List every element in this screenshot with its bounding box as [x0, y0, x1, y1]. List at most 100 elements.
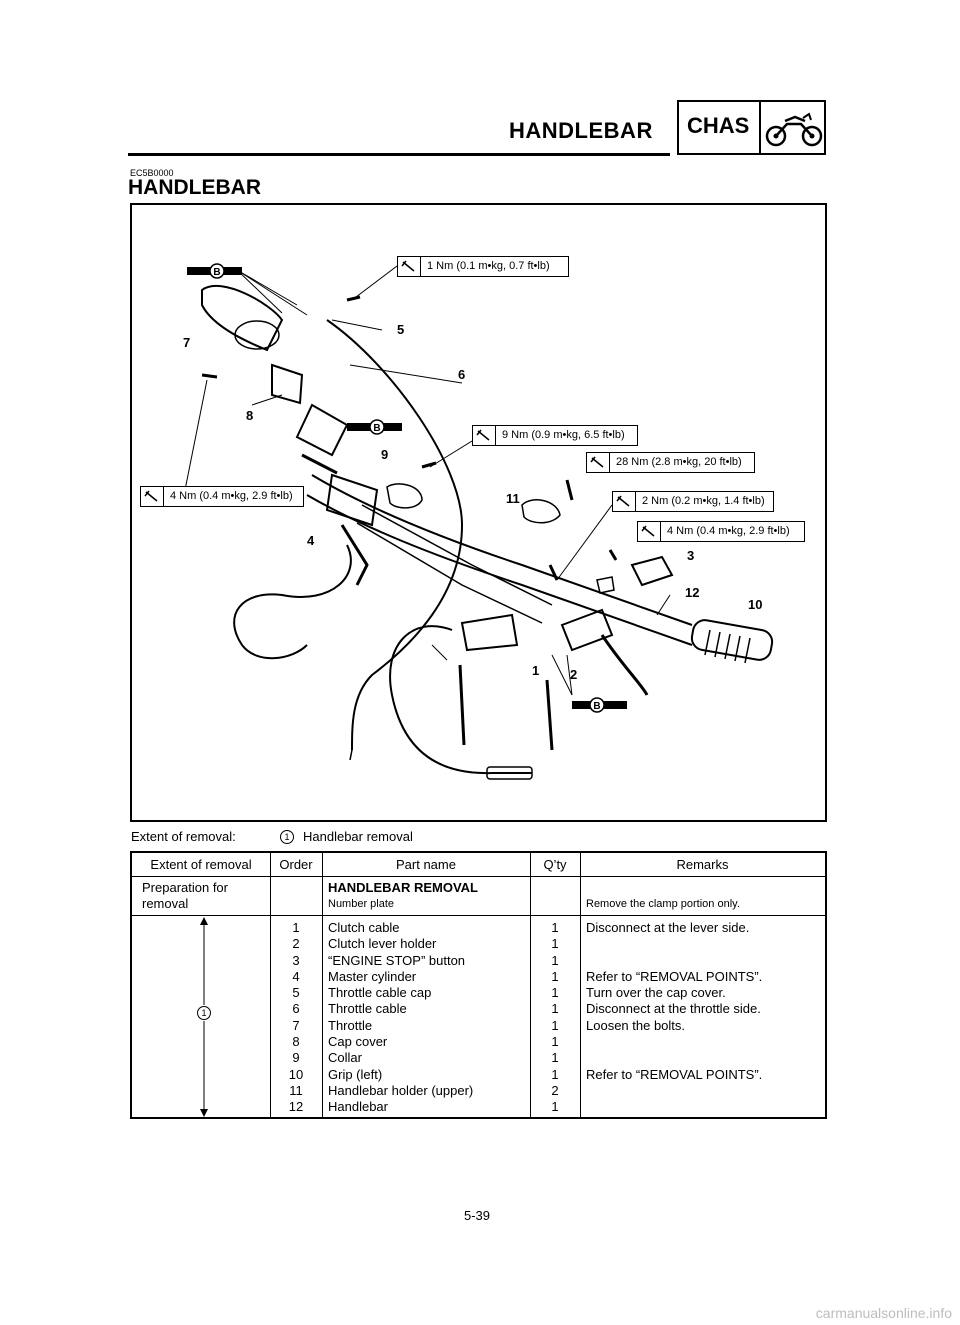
row-order: 11	[289, 1082, 303, 1098]
callout-12: 12	[685, 585, 700, 600]
row-qty: 1	[551, 1034, 559, 1050]
header-rule	[128, 153, 670, 156]
row-order: 1	[292, 920, 300, 935]
table-row: 6 Throttle cable 1 Disconnect at the thrott…	[132, 1001, 825, 1017]
row-remarks: Disconnect at the throttle side.	[586, 1001, 761, 1017]
torque-spec-3: 28 Nm (2.8 m•kg, 20 ft•lb)	[586, 452, 755, 473]
header-title: HANDLEBAR	[509, 118, 653, 143]
torque-spec-value: 9 Nm (0.9 m•kg, 6.5 ft•lb)	[502, 429, 625, 441]
row-qty: 1	[551, 920, 559, 935]
row-order: 10	[288, 1066, 304, 1082]
row-qty: 1	[551, 1066, 559, 1082]
row-remarks: Refer to “REMOVAL POINTS”.	[586, 1066, 763, 1082]
row-part-name: Collar	[328, 1050, 362, 1066]
chas-badge-label: CHAS	[687, 113, 750, 138]
row-remarks: Loosen the bolts.	[586, 1017, 686, 1033]
table-row: 9 Collar 1	[132, 1050, 825, 1066]
row-qty: 1	[551, 1001, 559, 1017]
prep-remarks: Remove the clamp portion only.	[586, 898, 740, 910]
torque-wrench-icon	[613, 492, 636, 511]
callout-6: 6	[458, 367, 466, 382]
prep-extent-line2: removal	[142, 896, 189, 911]
col-header-order: Order	[279, 857, 313, 872]
table-row: 1 Clutch cable 1 Disconnect at the lever si…	[132, 920, 825, 936]
torque-spec-value: 4 Nm (0.4 m•kg, 2.9 ft•lb)	[170, 490, 293, 502]
motorcycle-icon	[765, 108, 823, 155]
row-order: 3	[292, 952, 300, 968]
torque-spec-4: 4 Nm (0.4 m•kg, 2.9 ft•lb)	[140, 486, 304, 507]
callout-7: 7	[183, 335, 191, 350]
row-qty: 1	[551, 952, 559, 968]
chas-badge-divider	[759, 102, 761, 153]
callout-11: 11	[506, 491, 520, 506]
table-row: 10 Grip (left) 1 Refer to “REMOVAL POINTS”.	[132, 1067, 825, 1083]
torque-spec-1: 1 Nm (0.1 m•kg, 0.7 ft•lb)	[397, 256, 569, 277]
torque-spec-value: 2 Nm (0.2 m•kg, 1.4 ft•lb)	[642, 495, 765, 507]
extent-label: Extent of removal:	[131, 829, 236, 844]
diagram-drawing: B B B	[183, 263, 774, 780]
row-qty: 2	[551, 1082, 559, 1098]
row-remarks: Refer to “REMOVAL POINTS”.	[586, 968, 763, 984]
col-header-part: Part name	[396, 857, 456, 872]
section-title: HANDLEBAR	[128, 176, 261, 199]
grease-marks: B B B	[187, 263, 627, 713]
row-qty: 1	[551, 1050, 559, 1066]
torque-wrench-icon	[638, 522, 661, 541]
prep-part-title: HANDLEBAR REMOVAL	[328, 880, 478, 895]
part-rows: 1 Clutch cable 1 Disconnect at the lever si…	[132, 920, 825, 1116]
row-order: 9	[292, 1050, 300, 1066]
col-header-extent: Extent of removal	[150, 857, 252, 872]
col-header-qty: Q’ty	[543, 857, 567, 872]
page-number: 5-39	[464, 1208, 491, 1223]
row-order: 7	[292, 1017, 300, 1033]
torque-wrench-icon	[473, 426, 496, 445]
group-mark: 1	[197, 1006, 211, 1020]
row-order: 4	[292, 968, 300, 984]
svg-text:B: B	[213, 267, 220, 278]
row-part-name: Cap cover	[328, 1034, 388, 1050]
table-row: 12 Handlebar 1	[132, 1099, 825, 1115]
extent-value: Handlebar removal	[303, 829, 413, 844]
row-order: 5	[292, 985, 300, 1001]
row-order: 6	[292, 1001, 300, 1017]
row-part-name: Master cylinder	[328, 968, 417, 984]
torque-spec-5: 2 Nm (0.2 m•kg, 1.4 ft•lb)	[612, 491, 774, 512]
prep-part-sub: Number plate	[328, 898, 395, 910]
row-order: 8	[292, 1034, 300, 1050]
row-part-name: “ENGINE STOP” button	[328, 952, 466, 968]
row-qty: 1	[551, 1099, 559, 1115]
row-remarks: Turn over the cap cover.	[586, 985, 726, 1001]
table-row: 11 Handlebar holder (upper) 2	[132, 1083, 825, 1099]
callout-10: 10	[748, 597, 763, 612]
torque-spec-value: 4 Nm (0.4 m•kg, 2.9 ft•lb)	[667, 525, 790, 537]
row-qty: 1	[551, 936, 559, 952]
row-remarks: Disconnect at the lever side.	[586, 920, 750, 935]
callout-8: 8	[246, 408, 254, 423]
row-order: 12	[288, 1099, 304, 1115]
svg-text:B: B	[373, 423, 380, 434]
chas-badge: CHAS	[677, 100, 826, 155]
row-part-name: Throttle	[328, 1017, 373, 1033]
row-order: 2	[292, 936, 300, 952]
watermark: carmanualsonline.info	[815, 1305, 952, 1321]
torque-wrench-icon	[141, 487, 164, 506]
row-part-name: Clutch cable	[328, 920, 400, 935]
callout-5: 5	[397, 322, 405, 337]
row-part-name: Handlebar	[328, 1099, 388, 1115]
torque-spec-value: 1 Nm (0.1 m•kg, 0.7 ft•lb)	[427, 260, 550, 272]
col-header-remarks: Remarks	[676, 857, 729, 872]
callout-1: 1	[532, 663, 540, 678]
row-part-name: Handlebar holder (upper)	[328, 1082, 474, 1098]
callout-3: 3	[687, 548, 695, 563]
row-part-name: Grip (left)	[328, 1066, 383, 1082]
section-code: EC5B0000	[130, 168, 174, 178]
torque-wrench-icon	[398, 257, 421, 276]
callout-4: 4	[307, 533, 315, 548]
row-part-name: Throttle cable	[328, 1001, 407, 1017]
removal-table: Extent of removal Order Part name Q’ty R…	[130, 851, 827, 1119]
row-qty: 1	[551, 985, 559, 1001]
torque-wrench-icon	[587, 453, 610, 472]
